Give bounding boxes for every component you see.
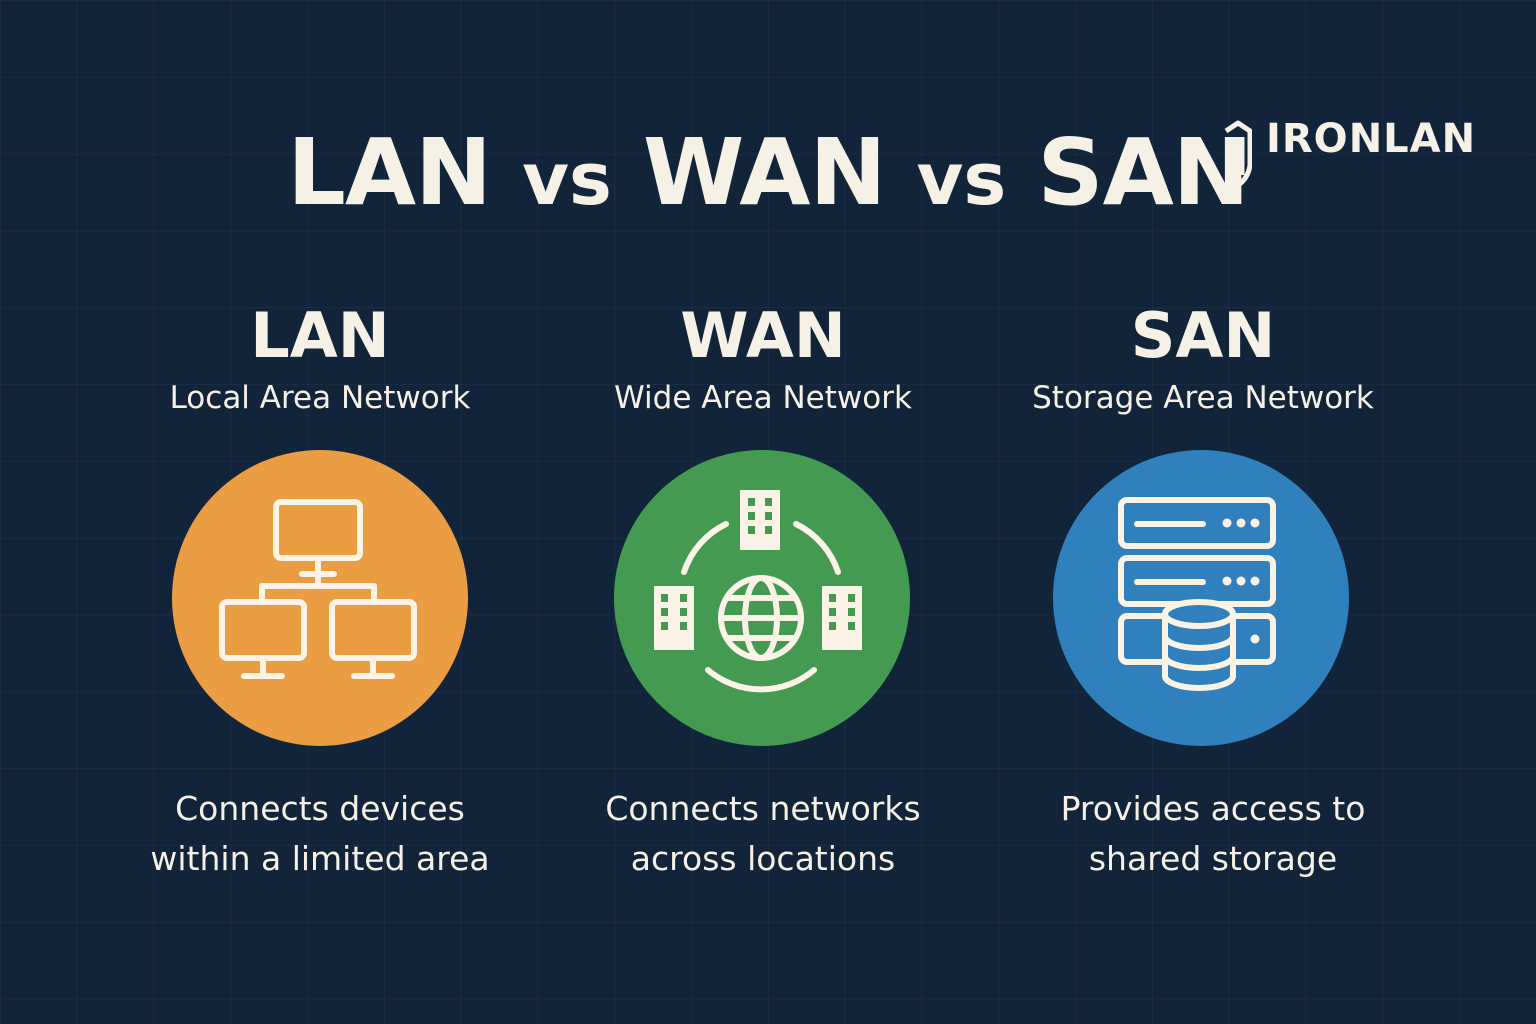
globe-buildings-icon <box>654 490 862 693</box>
title-lan: LAN <box>287 119 492 226</box>
san-full-name: Storage Area Network <box>1032 380 1374 416</box>
title-wan: WAN <box>642 119 887 226</box>
shield-icon <box>1224 120 1252 189</box>
lan-description-line-2: within a limited area <box>150 839 490 878</box>
wan-description-line-1: Connects networks <box>605 789 921 828</box>
server-storage-icon <box>1118 497 1276 691</box>
lan-column: LAN Local Area Network <box>90 296 550 420</box>
lan-icon-circle <box>172 450 468 746</box>
wan-full-name: Wide Area Network <box>614 380 912 416</box>
lan-description-line-1: Connects devices <box>175 789 465 828</box>
wan-title: WAN <box>680 299 846 372</box>
san-title: SAN <box>1130 299 1276 372</box>
san-icon-circle <box>1053 450 1349 746</box>
network-computers-icon <box>219 499 417 679</box>
lan-title: LAN <box>250 299 390 372</box>
wan-description: Connects networks across locations <box>533 784 993 884</box>
title-vs-1: vs <box>522 137 612 221</box>
lan-description: Connects devices within a limited area <box>90 784 550 884</box>
san-description-line-1: Provides access to <box>1060 789 1366 828</box>
san-description-line-2: shared storage <box>1088 839 1338 878</box>
brand-logo: IRONLAN <box>1222 100 1476 190</box>
san-column: SAN Storage Area Network <box>973 296 1433 420</box>
wan-column: WAN Wide Area Network <box>533 296 993 420</box>
brand-name: IRONLAN <box>1266 116 1477 162</box>
title-san: SAN <box>1037 119 1249 226</box>
wan-description-line-2: across locations <box>630 839 896 878</box>
page-title: LAN vs WAN vs SAN <box>0 108 1536 244</box>
title-vs-2: vs <box>916 137 1007 221</box>
san-description: Provides access to shared storage <box>983 784 1443 884</box>
lan-full-name: Local Area Network <box>169 380 471 416</box>
wan-icon-circle <box>614 450 910 746</box>
